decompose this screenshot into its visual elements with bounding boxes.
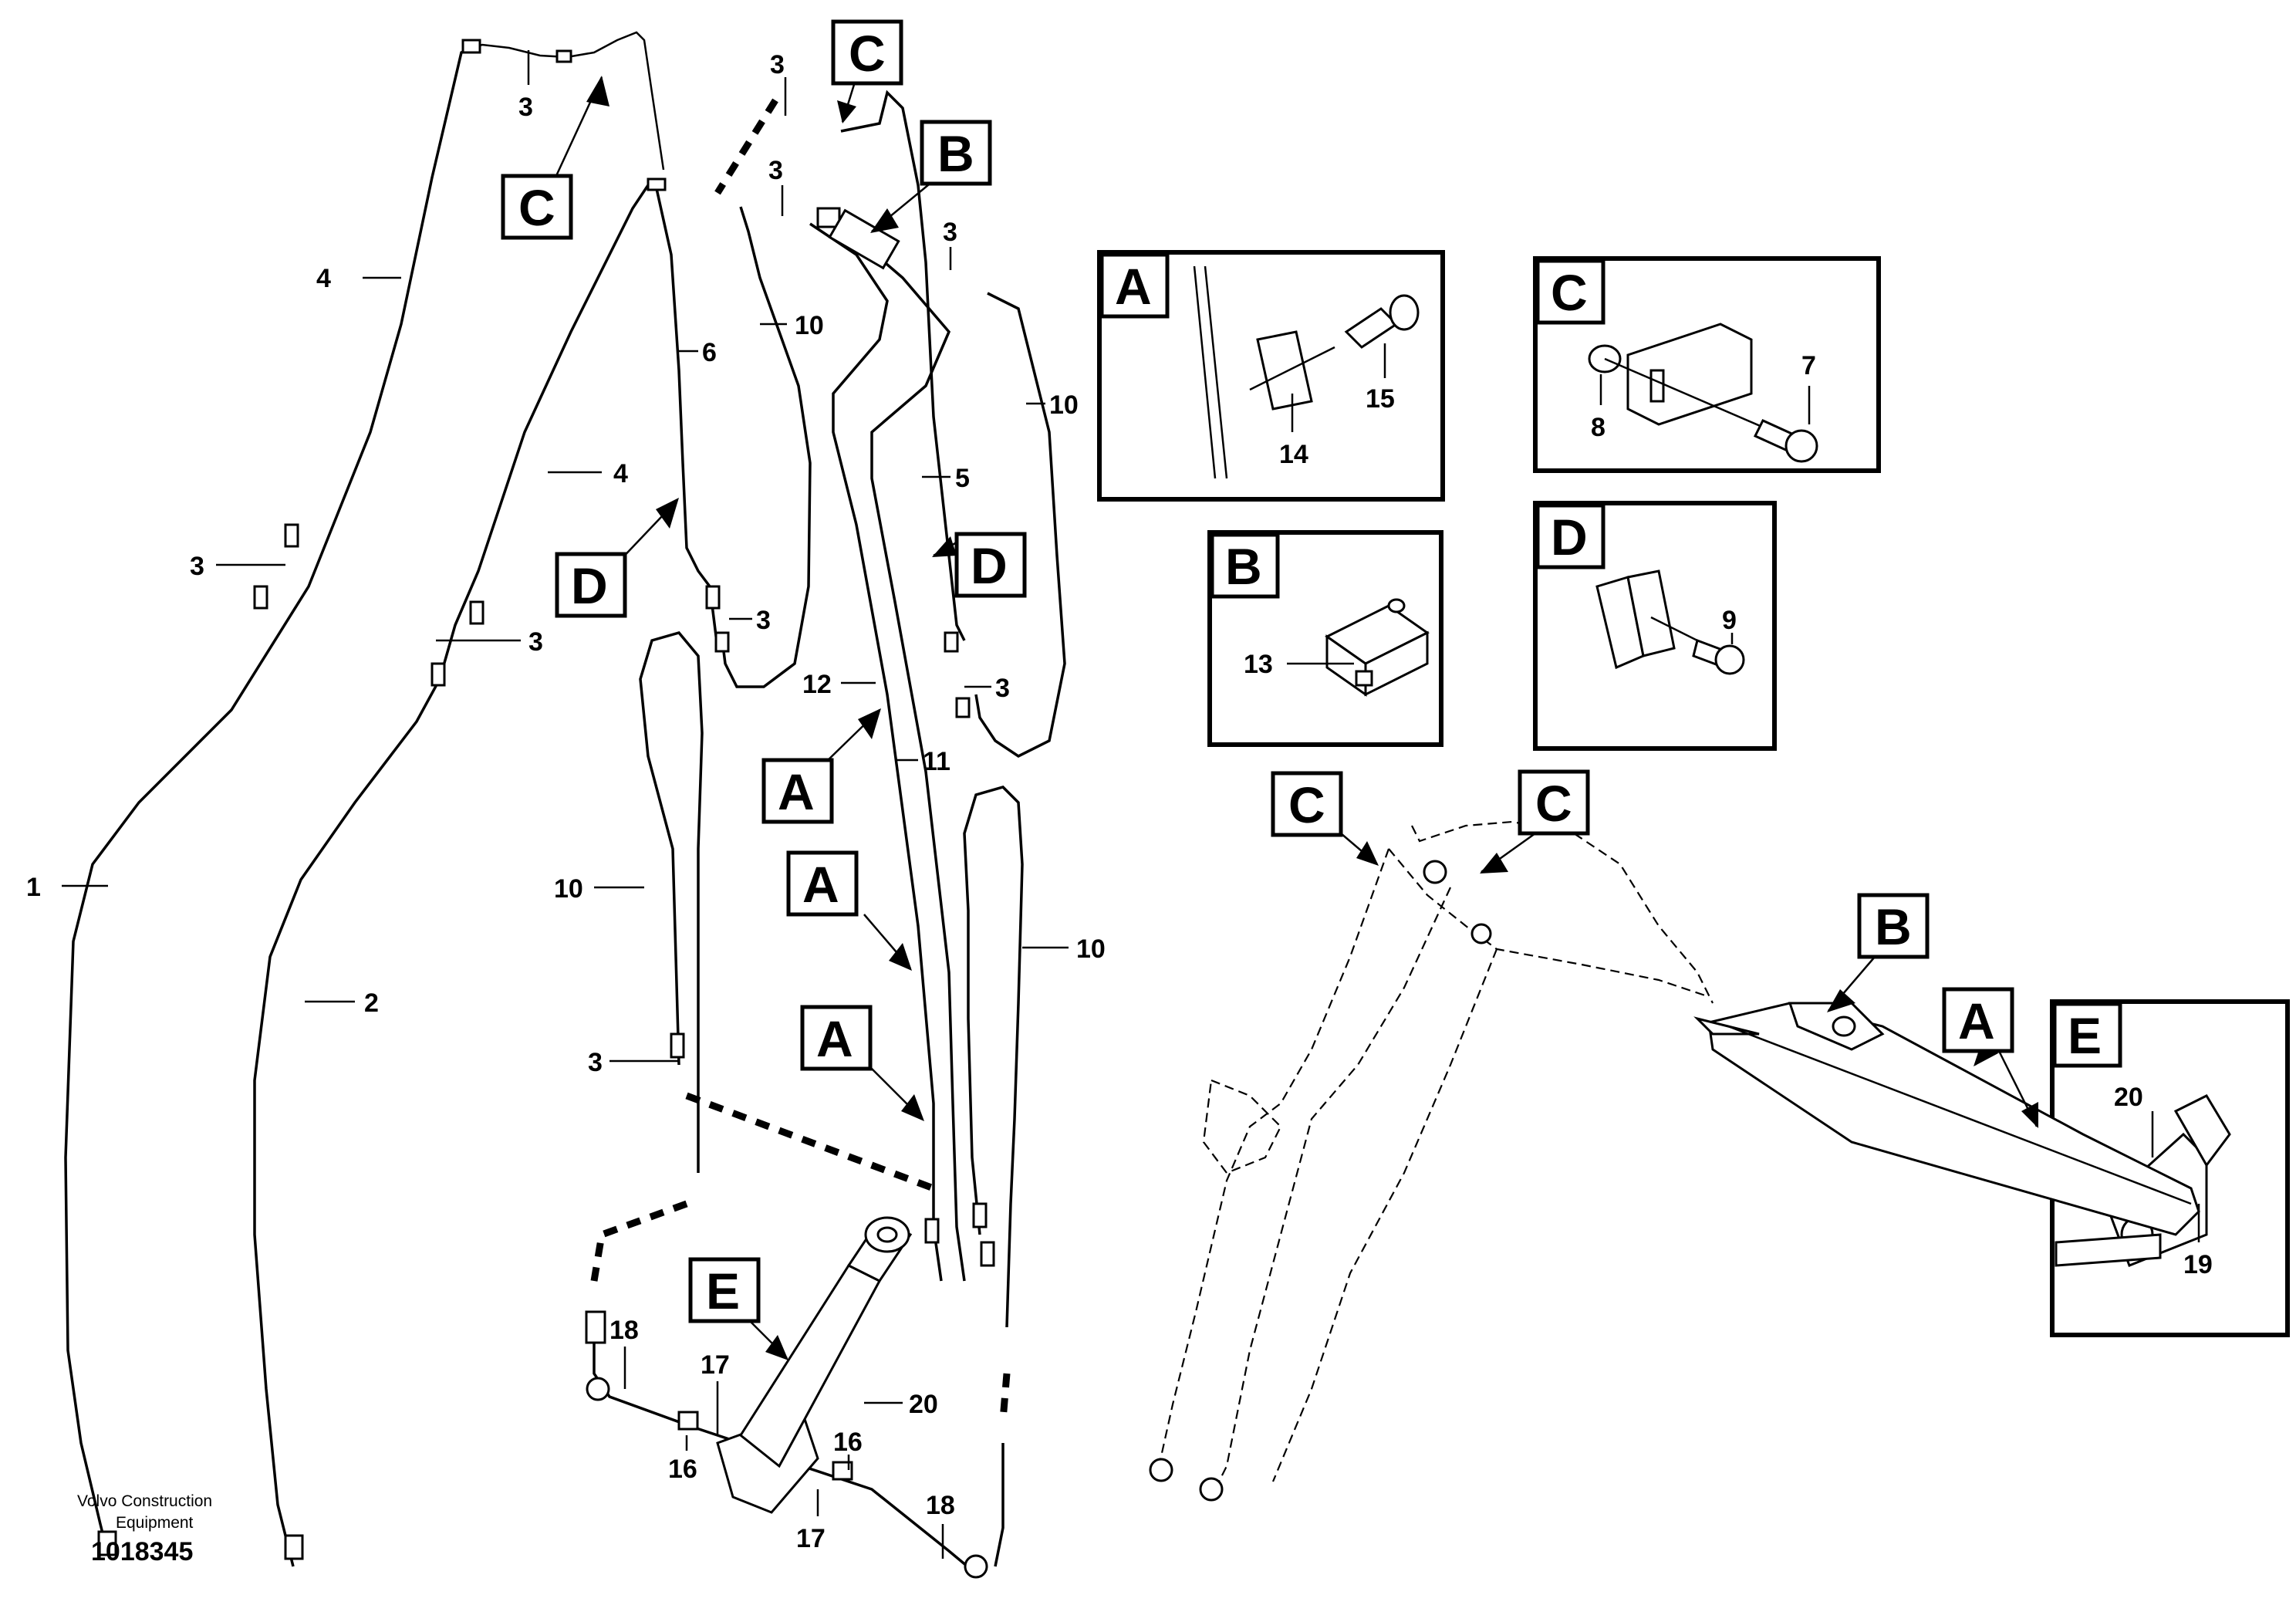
detail-A-label: A [1115, 258, 1152, 315]
boom-view-labels: C C B A [1271, 769, 2038, 1128]
hose-10-top-left [720, 206, 812, 688]
callout-3: 3 [943, 218, 957, 247]
callout-10: 10 [1076, 934, 1106, 964]
callout-12: 12 [802, 670, 832, 699]
view-labels: C C B D D A A A [501, 19, 1027, 1360]
detail-D: D 9 [1533, 501, 1777, 751]
view-label-C: C [1535, 775, 1572, 832]
hose-5 [840, 90, 966, 641]
part-8: 8 [1591, 413, 1606, 442]
hose-10-right [974, 292, 1066, 759]
callout-17: 17 [796, 1524, 826, 1553]
part-20: 20 [2114, 1083, 2143, 1112]
callout-1: 1 [26, 873, 41, 902]
hose-10-lower-left [639, 631, 704, 1173]
fittings [97, 39, 995, 1579]
callout-10: 10 [1049, 390, 1079, 420]
hose-6 [654, 184, 719, 649]
hose-1 [64, 46, 473, 1556]
callout-16: 16 [668, 1455, 697, 1484]
boom-sketch [1149, 820, 2200, 1502]
credit-block: Volvo Construction Equipment 1018345 [77, 1492, 212, 1566]
view-label-A: A [1958, 992, 1995, 1049]
view-label-C: C [1288, 776, 1325, 833]
callouts: 3 3 3 3 3 3 3 3 3 4 4 5 6 10 10 10 10 11 [26, 50, 1106, 1559]
part-7: 7 [1801, 351, 1816, 380]
callout-17: 17 [701, 1350, 730, 1380]
callout-16: 16 [833, 1428, 863, 1457]
callout-3: 3 [588, 1048, 603, 1077]
detail-E-label: E [2068, 1007, 2102, 1064]
detail-C: C 7 8 [1533, 256, 1881, 473]
callout-3: 3 [190, 552, 204, 581]
hose-assembly [64, 31, 1066, 1579]
hose-12 [809, 222, 943, 1282]
part-14: 14 [1279, 440, 1308, 469]
callout-20: 20 [909, 1390, 938, 1419]
callout-3: 3 [995, 674, 1010, 703]
view-label-C: C [849, 25, 886, 82]
hose-11 [847, 230, 966, 1282]
hose-10-lower-right [963, 786, 1024, 1328]
callout-18: 18 [609, 1316, 639, 1345]
view-label-D: D [571, 557, 608, 614]
view-label-E: E [706, 1262, 740, 1320]
credit-line-1: Volvo Construction [77, 1492, 212, 1510]
detail-B: B 13 [1207, 530, 1443, 747]
part-9: 9 [1722, 606, 1737, 635]
view-label-C: C [518, 179, 555, 236]
callout-5: 5 [955, 464, 970, 493]
callout-3: 3 [770, 50, 785, 79]
cylinder-20 [716, 1216, 913, 1514]
callout-2: 2 [364, 988, 379, 1018]
detail-C-label: C [1551, 264, 1588, 321]
callout-6: 6 [702, 338, 717, 367]
view-label-B: B [1875, 898, 1912, 955]
view-label-D: D [971, 537, 1008, 594]
document-id: 1018345 [91, 1537, 193, 1566]
view-label-A: A [802, 856, 839, 913]
callout-10: 10 [795, 311, 824, 340]
callout-4: 4 [316, 264, 331, 293]
hose-2 [253, 184, 650, 1567]
callout-4: 4 [613, 459, 628, 488]
view-label-A: A [816, 1010, 853, 1067]
callout-3: 3 [528, 627, 543, 657]
view-label-A: A [778, 763, 815, 820]
callout-11: 11 [923, 747, 950, 776]
part-19: 19 [2183, 1250, 2213, 1279]
part-15: 15 [1366, 384, 1395, 414]
detail-B-label: B [1225, 538, 1262, 595]
view-label-B: B [937, 125, 974, 182]
detail-D-label: D [1551, 509, 1588, 566]
credit-line-2: Equipment [116, 1514, 194, 1532]
callout-18: 18 [926, 1491, 955, 1520]
callout-3: 3 [756, 606, 771, 635]
callout-3: 3 [518, 93, 533, 122]
callout-3: 3 [768, 156, 783, 185]
callout-10: 10 [554, 874, 583, 904]
part-13: 13 [1244, 650, 1273, 679]
detail-A: A 14 15 [1097, 250, 1445, 502]
